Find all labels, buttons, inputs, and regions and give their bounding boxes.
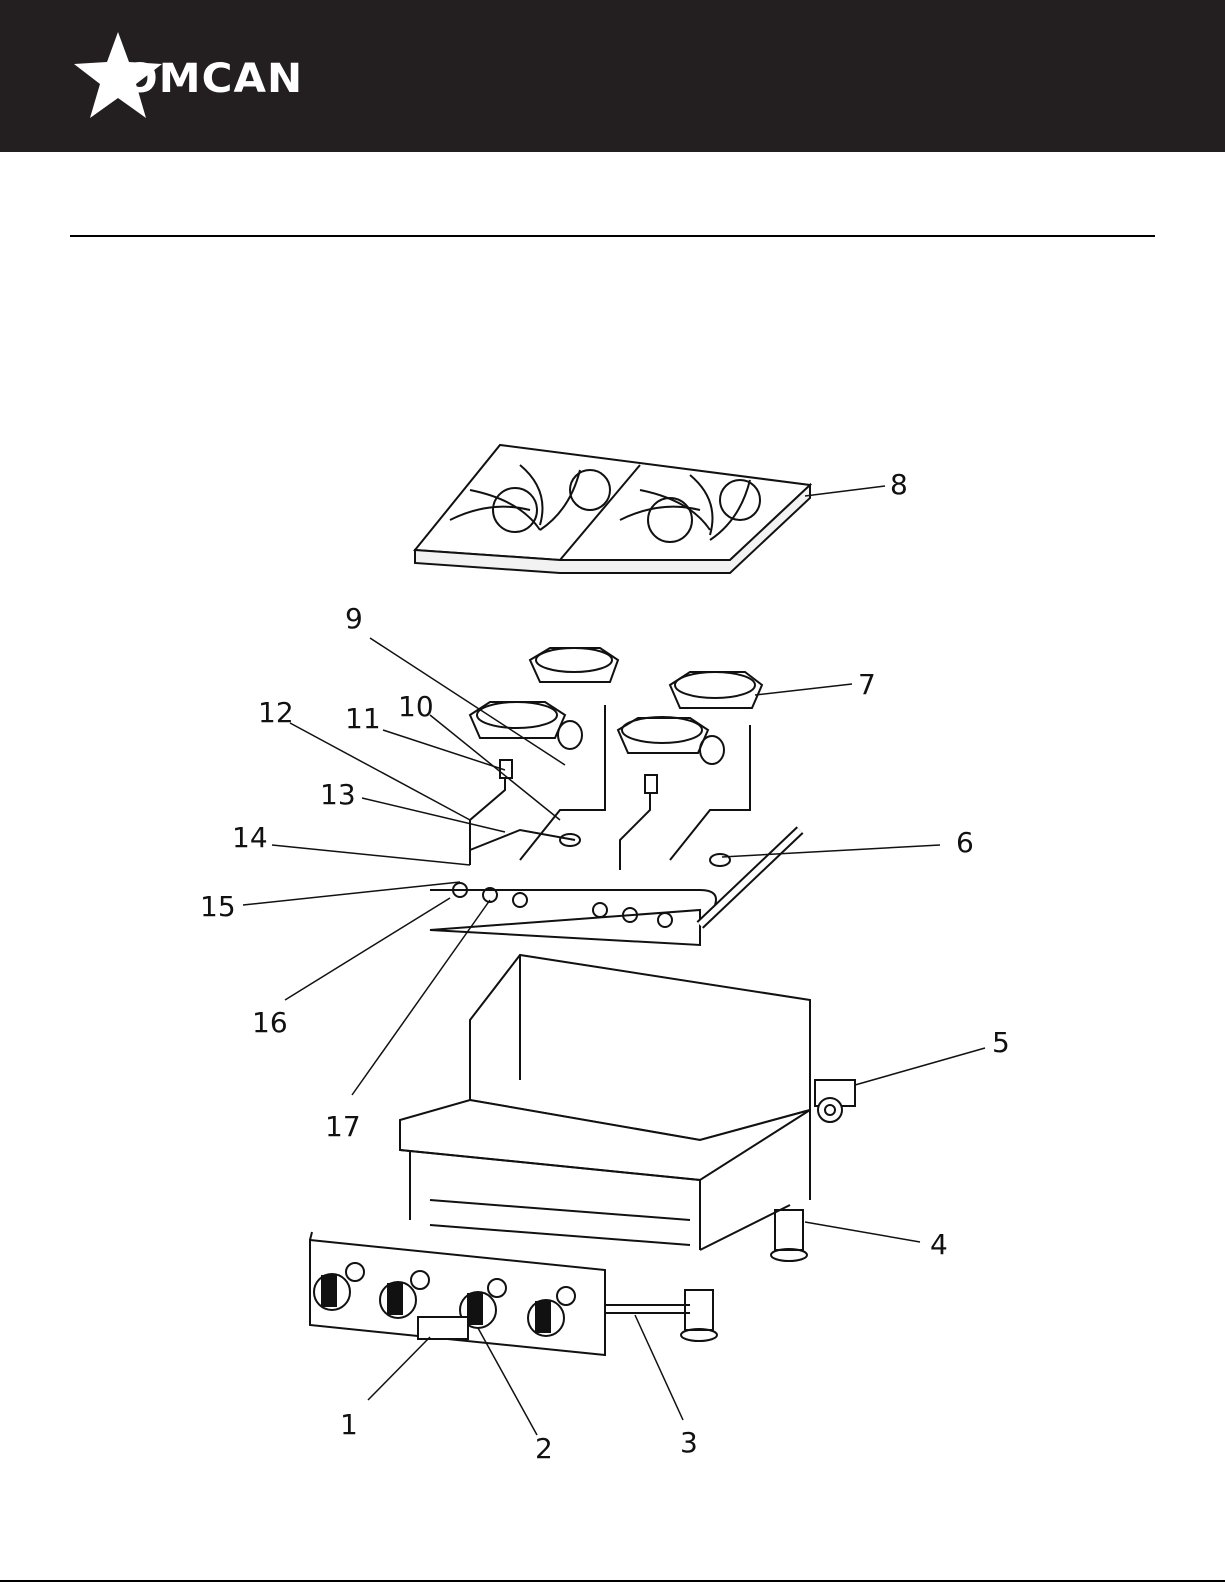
callout-16: 16 xyxy=(252,1006,288,1039)
burner xyxy=(470,648,762,764)
callout-14: 14 xyxy=(232,821,268,854)
footer-divider xyxy=(0,1580,1225,1582)
callout-1: 1 xyxy=(340,1408,358,1441)
callout-6: 6 xyxy=(956,826,974,859)
callout-11: 11 xyxy=(345,702,381,735)
control-panel xyxy=(310,1232,605,1355)
gas-manifold xyxy=(430,830,800,945)
callout-15: 15 xyxy=(200,890,236,923)
title-divider xyxy=(70,235,1155,237)
callout-7: 7 xyxy=(858,668,876,701)
gas-regulator xyxy=(815,1080,855,1122)
callout-12: 12 xyxy=(258,696,294,729)
range-body xyxy=(400,955,810,1250)
omcan-logo: OMCAN xyxy=(70,32,320,122)
callout-17: 17 xyxy=(325,1110,361,1143)
logo-wordmark: OMCAN xyxy=(122,56,303,102)
page-header: OMCAN xyxy=(0,0,1225,152)
callout-9: 9 xyxy=(345,602,363,635)
callout-10: 10 xyxy=(398,690,434,723)
exploded-parts-diagram: 8 7 6 5 4 3 2 1 9 10 11 12 13 14 15 16 1… xyxy=(0,420,1225,1500)
callout-13: 13 xyxy=(320,778,356,811)
callout-8: 8 xyxy=(890,468,908,501)
callout-3: 3 xyxy=(680,1426,698,1459)
front-rail xyxy=(605,1305,690,1313)
callout-2: 2 xyxy=(535,1432,553,1465)
callout-5: 5 xyxy=(992,1026,1010,1059)
cast-iron-grate xyxy=(415,445,810,573)
control-panel-badge xyxy=(418,1317,468,1339)
callout-4: 4 xyxy=(930,1228,948,1261)
